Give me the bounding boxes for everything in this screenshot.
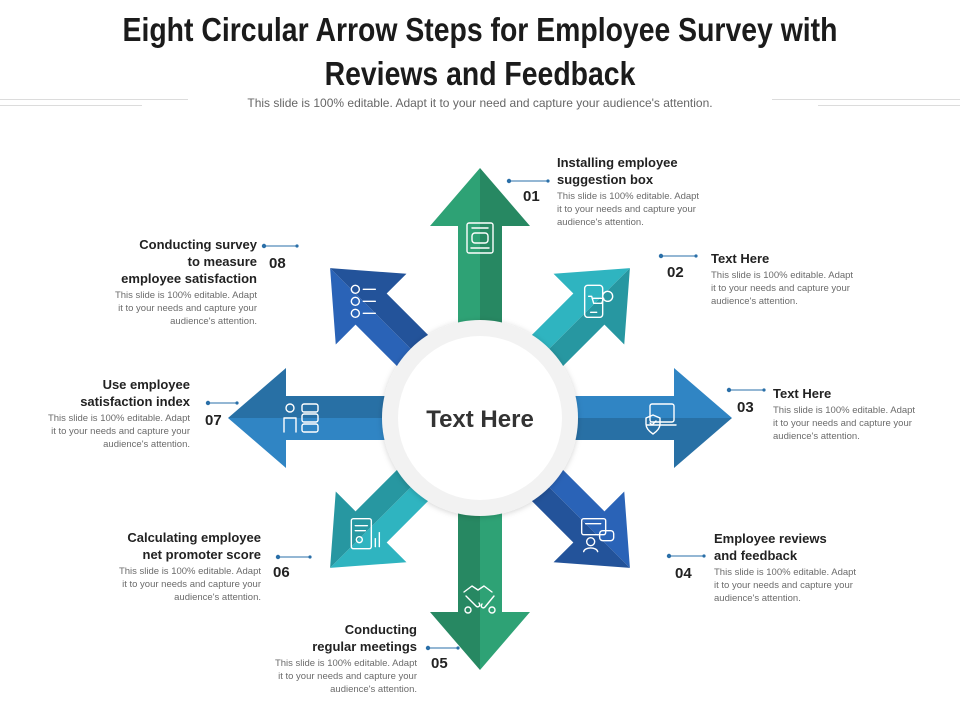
step-08-desc-line: audience's attention. xyxy=(170,316,257,327)
step-02-text: Text Here This slide is 100% editable. A… xyxy=(711,250,911,308)
step-07-number: 07 xyxy=(205,412,222,429)
step-01-title-line: suggestion box xyxy=(557,172,654,187)
title-divider-right xyxy=(772,99,960,100)
step-01-number: 01 xyxy=(523,188,540,205)
step-06-desc-line: This slide is 100% editable. Adapt xyxy=(118,566,261,577)
user-database-icon xyxy=(283,403,319,433)
step-05-title-line: regular meetings xyxy=(312,639,417,654)
step-05-desc-line: This slide is 100% editable. Adapt xyxy=(274,658,417,669)
step-02-title-line: Text Here xyxy=(711,251,770,266)
step-01-connector xyxy=(506,178,550,184)
title-divider-left-lower xyxy=(0,105,142,106)
suggestion-box-icon xyxy=(466,222,494,254)
step-06-desc-line: audience's attention. xyxy=(174,592,261,603)
step-02-number: 02 xyxy=(667,264,684,281)
step-03-text: Text Here This slide is 100% editable. A… xyxy=(773,385,953,443)
slide-subtitle: This slide is 100% editable. Adapt it to… xyxy=(247,96,713,110)
step-07-title-line: satisfaction index xyxy=(80,394,190,409)
step-01-title-line: Installing employee xyxy=(557,155,678,170)
step-01-desc-line: it to your needs and capture your xyxy=(557,204,696,215)
step-05-title-line: Conducting xyxy=(344,622,417,637)
security-laptop-icon xyxy=(645,403,677,435)
step-07-desc-line: This slide is 100% editable. Adapt xyxy=(47,413,190,424)
step-08-text: Conducting survey to measure employee sati… xyxy=(57,236,257,328)
step-04-connector xyxy=(666,553,706,559)
step-04-title-line: Employee reviews xyxy=(714,531,827,546)
step-08-title-line: Conducting survey xyxy=(139,237,257,252)
step-08-number: 08 xyxy=(269,255,286,272)
step-04-desc-line: This slide is 100% editable. Adapt xyxy=(714,567,857,578)
slide-title: Eight Circular Arrow Steps for Employee … xyxy=(122,11,838,92)
step-02-connector xyxy=(658,253,698,259)
step-01-desc-line: This slide is 100% editable. Adapt xyxy=(557,191,700,202)
step-02-desc-line: This slide is 100% editable. Adapt xyxy=(711,270,854,281)
step-01-text: Installing employee suggestion box This s… xyxy=(557,154,757,229)
title-divider-right-lower xyxy=(818,105,960,106)
step-03-number: 03 xyxy=(737,399,754,416)
step-03-desc-line: This slide is 100% editable. Adapt xyxy=(773,405,916,416)
feedback-chat-icon xyxy=(580,517,615,553)
step-05-connector xyxy=(425,645,460,651)
step-06-title-line: net promoter score xyxy=(142,547,261,562)
step-08-title-line: employee satisfaction xyxy=(121,271,257,286)
step-06-connector xyxy=(275,554,312,560)
step-03-title-line: Text Here xyxy=(773,386,832,401)
step-07-connector xyxy=(205,400,239,406)
step-06-title-line: Calculating employee xyxy=(127,530,261,545)
step-04-number: 04 xyxy=(675,565,692,582)
step-03-connector xyxy=(726,387,766,393)
step-06-number: 06 xyxy=(273,564,290,581)
step-08-connector xyxy=(261,243,299,249)
center-circle xyxy=(398,336,562,500)
step-04-title-line: and feedback xyxy=(714,548,798,563)
step-03-desc-line: it to your needs and capture your xyxy=(773,418,912,429)
step-05-desc-line: audience's attention. xyxy=(330,684,417,695)
step-07-title-line: Use employee xyxy=(102,377,190,392)
score-report-icon xyxy=(350,517,381,550)
step-06-text: Calculating employee net promoter score T… xyxy=(61,529,261,604)
step-07-desc-line: audience's attention. xyxy=(103,439,190,450)
step-08-desc-line: it to your needs and capture your xyxy=(118,303,257,314)
step-08-desc-line: This slide is 100% editable. Adapt xyxy=(114,290,257,301)
handshake-icon xyxy=(463,585,496,614)
step-01-desc-line: audience's attention. xyxy=(557,217,644,228)
step-04-desc-line: it to your needs and capture your xyxy=(714,580,853,591)
step-02-desc-line: audience's attention. xyxy=(711,296,798,307)
title-divider-left xyxy=(0,99,188,100)
step-05-desc-line: it to your needs and capture your xyxy=(278,671,417,682)
step-02-desc-line: it to your needs and capture your xyxy=(711,283,850,294)
mobile-shopping-icon xyxy=(583,284,614,319)
step-08-title-line: to measure xyxy=(187,254,257,269)
step-04-text: Employee reviews and feedback This slide … xyxy=(714,530,914,605)
step-05-text: Conducting regular meetings This slide is… xyxy=(217,621,417,696)
center-label: Text Here xyxy=(426,406,534,433)
survey-checklist-icon xyxy=(350,284,377,319)
step-06-desc-line: it to your needs and capture your xyxy=(122,579,261,590)
step-03-desc-line: audience's attention. xyxy=(773,431,860,442)
step-07-text: Use employee satisfaction index This slid… xyxy=(0,376,190,451)
step-04-desc-line: audience's attention. xyxy=(714,593,801,604)
step-07-desc-line: it to your needs and capture your xyxy=(51,426,190,437)
step-05-number: 05 xyxy=(431,655,448,672)
